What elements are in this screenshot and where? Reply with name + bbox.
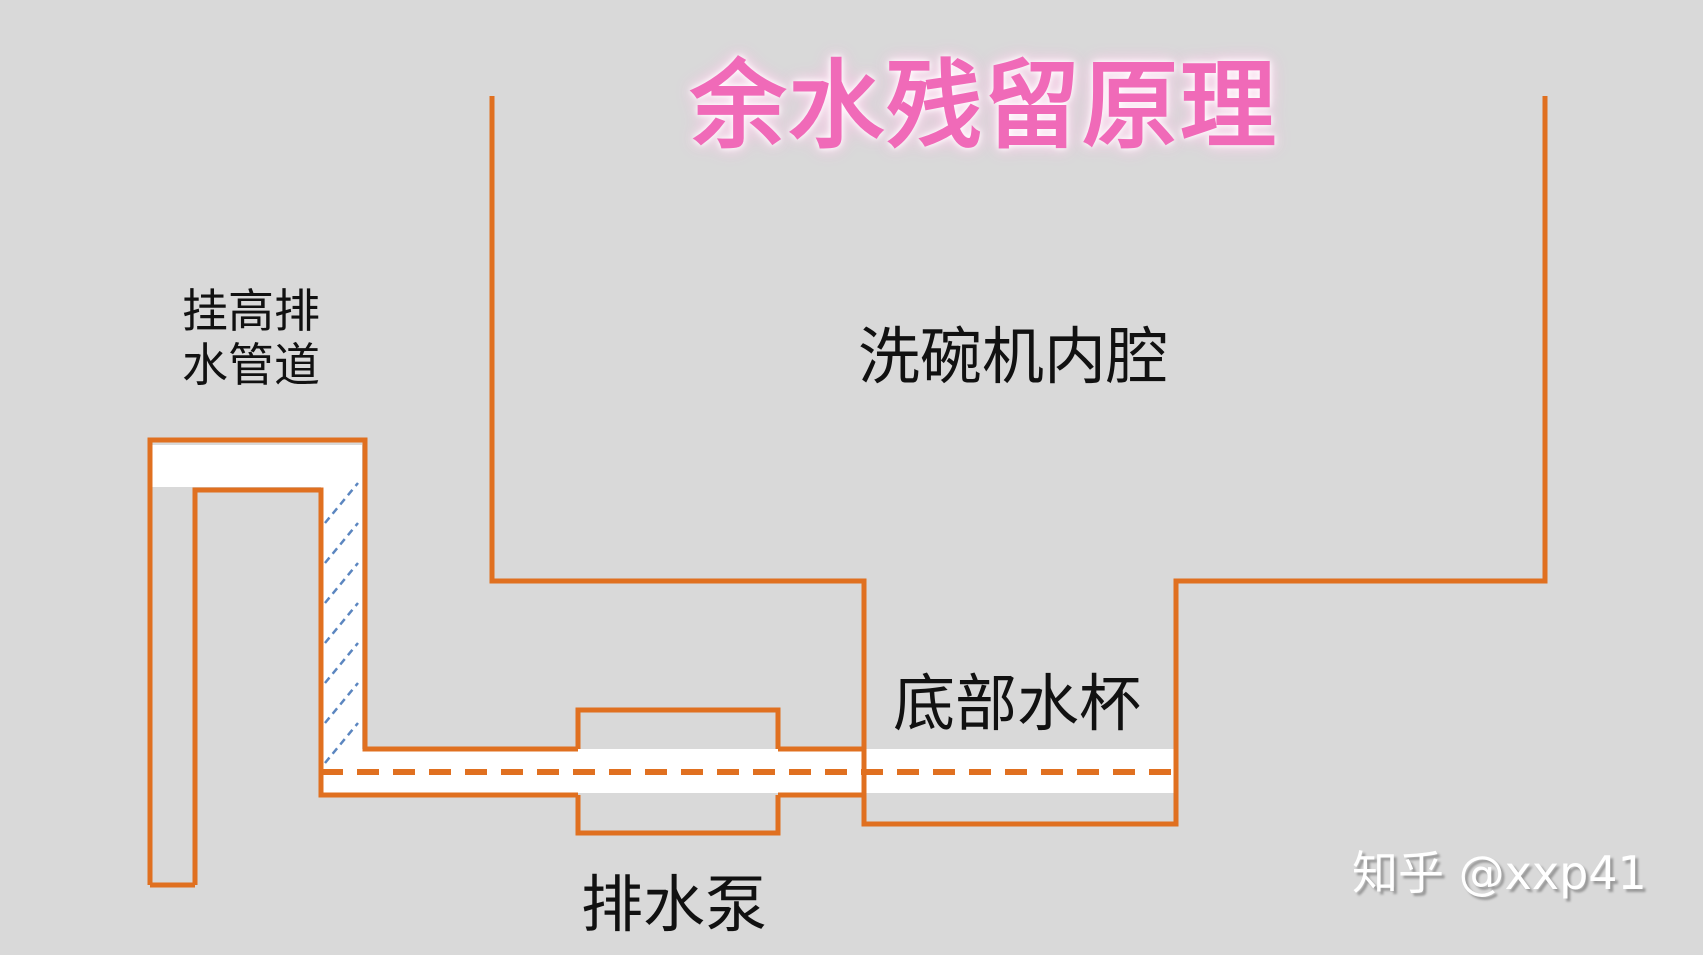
drain-pipe-interior — [321, 749, 1176, 793]
diagram-title: 余水残留原理 — [690, 50, 1278, 162]
pump-label: 排水泵 — [581, 868, 768, 941]
pump-to-cup-pipe — [778, 746, 864, 798]
high-drain-pipe-outline — [147, 437, 578, 888]
pipe-riser-interior — [321, 445, 362, 793]
cup-label: 底部水杯 — [893, 667, 1142, 740]
pipe-label-line1: 挂高排 — [182, 284, 320, 338]
pipe-label-line2: 水管道 — [182, 338, 320, 392]
watermark: 知乎 @xxp41 — [1352, 846, 1647, 900]
residual-water-hatch — [324, 482, 359, 764]
pump-outline — [575, 707, 781, 836]
cavity-label: 洗碗机内腔 — [858, 320, 1169, 393]
dishwasher-cavity-outline — [489, 96, 1548, 827]
